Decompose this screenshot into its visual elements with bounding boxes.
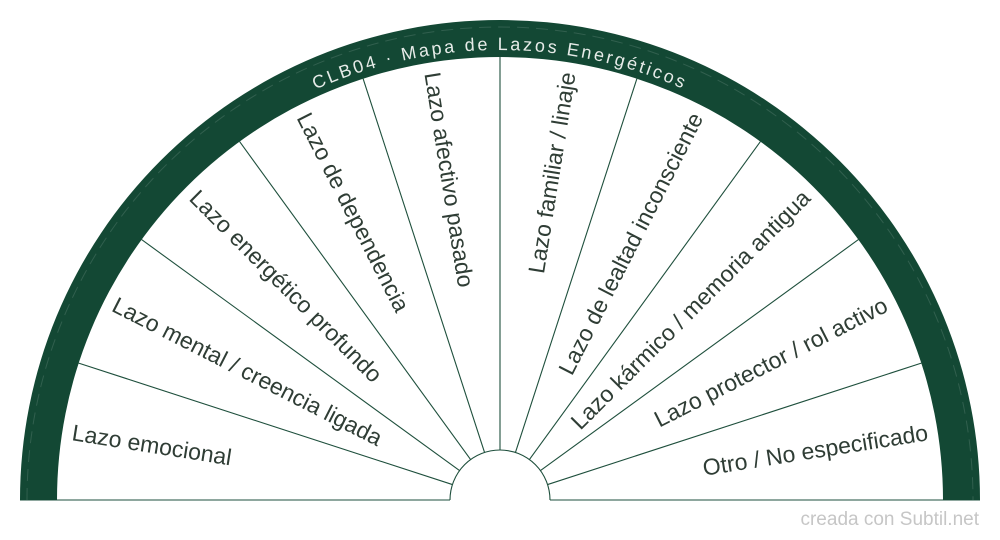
sector-divider bbox=[528, 141, 761, 460]
sector-region bbox=[515, 78, 761, 460]
center-hub bbox=[449, 449, 551, 501]
sector-otro: Otro / No especificado bbox=[547, 363, 943, 500]
sector-dividers bbox=[78, 57, 922, 486]
sector-divider bbox=[141, 239, 460, 472]
sector-lazo-dependencia: Lazo de dependencia bbox=[239, 78, 485, 460]
sector-region bbox=[78, 239, 460, 485]
sector-divider bbox=[514, 78, 638, 453]
sector-region bbox=[529, 141, 859, 471]
sector-divider bbox=[547, 362, 922, 486]
sector-region bbox=[363, 57, 500, 453]
sector-lazo-familiar: Lazo familiar / linaje bbox=[500, 57, 637, 453]
sector-region bbox=[547, 363, 943, 500]
sector-region bbox=[57, 363, 453, 500]
sector-divider bbox=[362, 78, 486, 453]
sector-region bbox=[500, 57, 637, 453]
sector-divider bbox=[78, 362, 453, 486]
sector-region bbox=[239, 78, 485, 460]
sectors: Lazo emocional Lazo mental / creencia li… bbox=[57, 57, 943, 500]
sector-region bbox=[540, 239, 922, 485]
credit-watermark: creada con Subtil.net bbox=[800, 509, 979, 530]
sector-region bbox=[141, 141, 471, 471]
sector-divider bbox=[239, 141, 472, 460]
sector-lazo-emocional: Lazo emocional bbox=[57, 363, 453, 500]
sector-lazo-afectivo: Lazo afectivo pasado bbox=[363, 57, 500, 453]
sector-divider bbox=[540, 239, 859, 472]
band-dashed-guide bbox=[26, 26, 974, 501]
